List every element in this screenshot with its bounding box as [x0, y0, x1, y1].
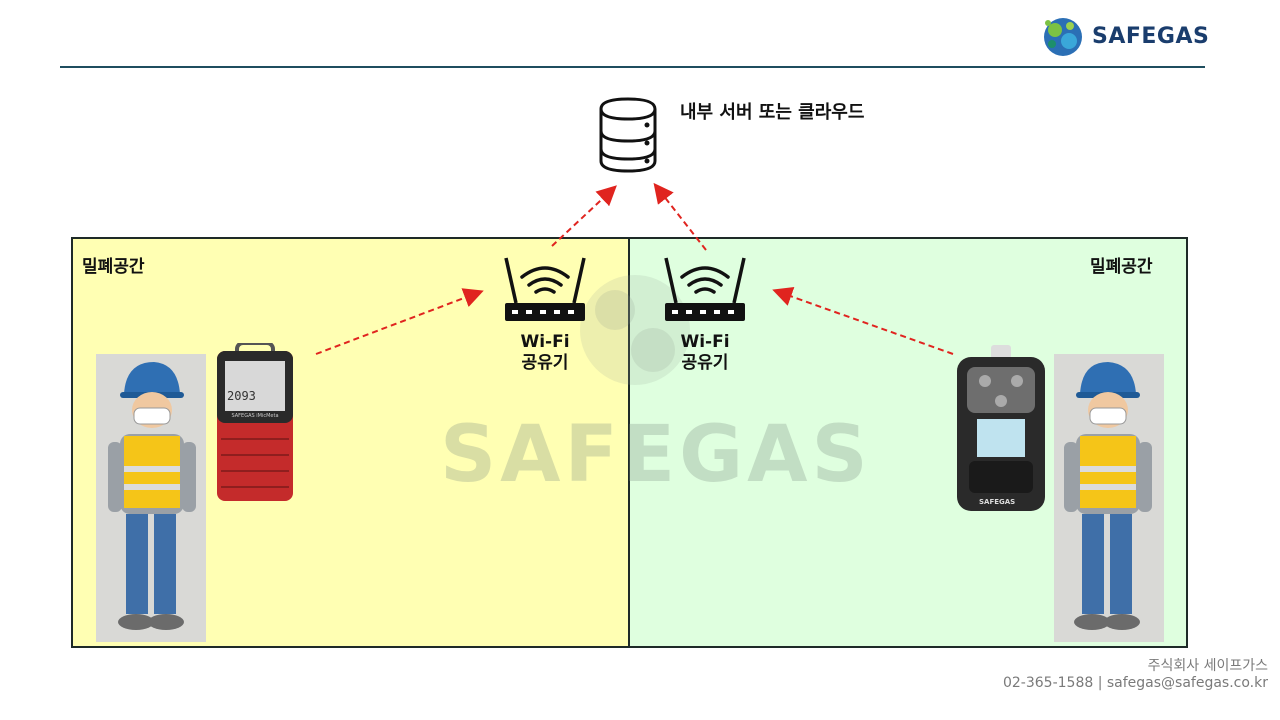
- wifi-router-icon-right: [664, 257, 746, 321]
- worker-icon-left: [108, 362, 196, 630]
- footer-company: 주식회사 세이프가스: [1147, 658, 1268, 674]
- zone-label-right: 밀폐공간: [1090, 257, 1153, 277]
- arrow-left-router-to-server: [551, 185, 617, 247]
- router-label-right-line1: Wi-Fi: [680, 332, 730, 352]
- router-label-right-line2: 공유기: [681, 353, 729, 373]
- router-label-left-line2: 공유기: [521, 353, 569, 373]
- watermark-globe-icon: [580, 275, 690, 385]
- safegas-globe-icon: [1044, 18, 1082, 56]
- worker-image-left: [96, 354, 206, 642]
- router-label-left: Wi-Fi 공유기: [490, 332, 600, 374]
- worker-icon-right: [1064, 362, 1152, 630]
- left-device-brand: SAFEGAS iMicMeta: [231, 413, 279, 419]
- header-divider: [60, 66, 1205, 68]
- worker-image-right: [1054, 354, 1164, 642]
- arrow-right-device-to-router: [772, 286, 954, 355]
- gas-detector-right: SAFEGAS: [955, 345, 1047, 513]
- safegas-logo: SAFEGAS: [1040, 12, 1210, 60]
- router-label-left-line1: Wi-Fi: [520, 332, 570, 352]
- right-device-brand: SAFEGAS: [979, 498, 1016, 506]
- left-device-reading: 2093: [227, 389, 256, 403]
- gas-detector-right-icon: [957, 345, 1045, 511]
- zone-label-left: 밀폐공간: [82, 257, 145, 277]
- gas-detector-left-icon: [217, 341, 293, 501]
- database-server-icon: [599, 97, 657, 173]
- logo-text: SAFEGAS: [1092, 23, 1210, 49]
- server-label: 내부 서버 또는 클라우드: [680, 102, 865, 123]
- gas-detector-left: 2093 SAFEGAS iMicMeta: [215, 341, 295, 503]
- arrow-right-router-to-server: [653, 182, 707, 251]
- watermark: SAFEGAS: [440, 410, 872, 500]
- footer-contact: 02-365-1588 | safegas@safegas.co.kr: [1002, 675, 1268, 691]
- wifi-router-icon-left: [504, 257, 586, 321]
- arrow-left-device-to-router: [315, 288, 484, 355]
- router-label-right: Wi-Fi 공유기: [650, 332, 760, 374]
